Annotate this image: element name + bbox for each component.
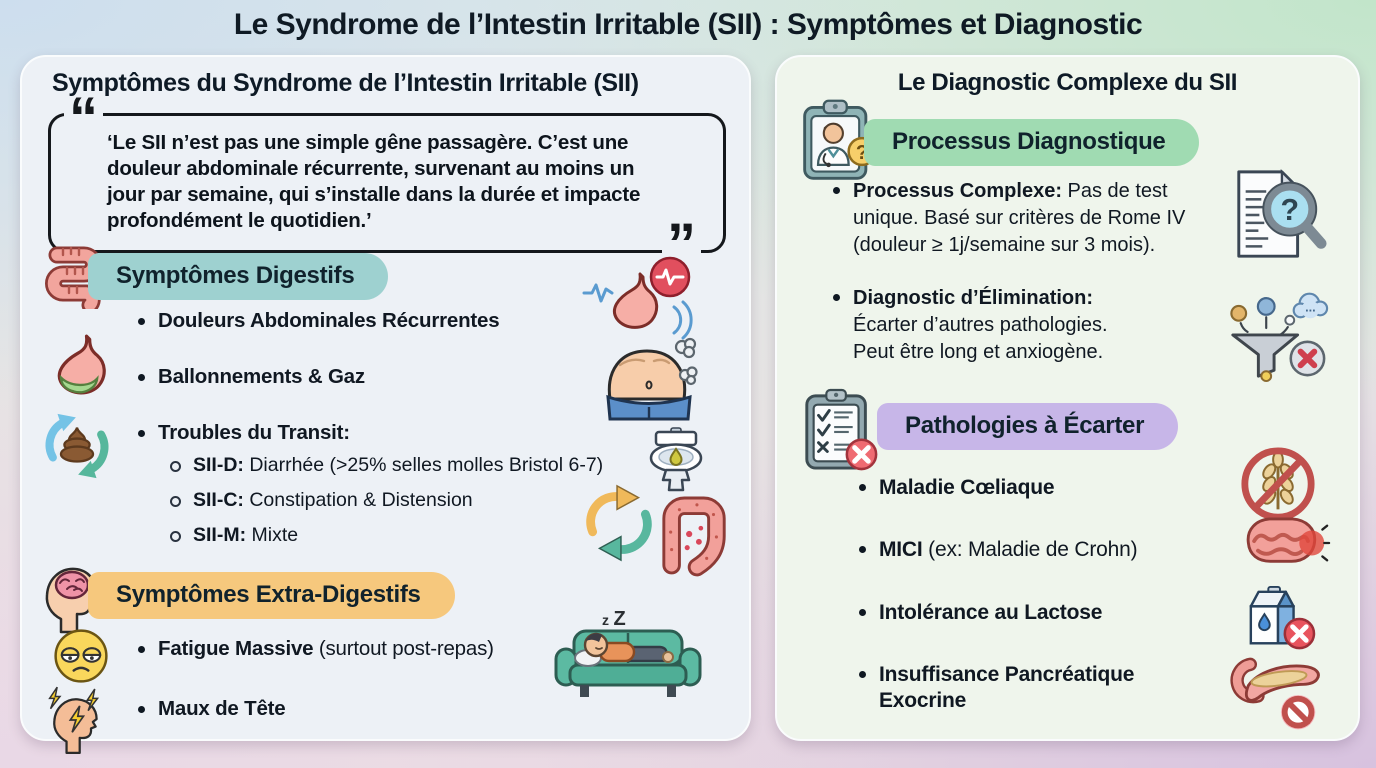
toilet-icon [644,427,712,495]
bullet-headache: Maux de Tête [138,697,286,721]
bullet-mici-text: MICI (ex: Maladie de Crohn) [879,538,1138,561]
bullet-process-complexe-text: Processus Complexe: Pas de test unique. … [853,180,1186,256]
bullet-transit-label: Troubles du Transit: [158,421,350,444]
stomach-pulse-icon [582,255,694,347]
bullet-dot [859,484,866,491]
funnel-icon: ... [1225,279,1331,383]
bullet-transit: Troubles du Transit: [138,421,350,445]
bloated-belly-icon [600,337,698,427]
bullet-abdominal-pain-label: Douleurs Abdominales Récurrentes [158,309,500,332]
cycle-arrows-icon [578,481,660,565]
quote-text: ‘Le SII n’est pas une simple gêne passag… [107,131,641,232]
bullet-dot [833,294,840,301]
sub-bullet-ring [170,461,181,472]
quote-box: ‘Le SII n’est pas une simple gêne passag… [48,113,726,253]
colon-icon [658,493,732,577]
checklist-icon [799,387,881,475]
sub-bullet-sii-d: SII-D: Diarrhée (>25% selles molles Bris… [170,454,603,477]
bullet-dot [859,671,866,678]
bullet-dot [138,430,145,437]
bullet-mici: MICI (ex: Maladie de Crohn) [859,537,1138,563]
diagnostic-panel-title: Le Diagnostic Complexe du SII [897,69,1238,96]
diagnostic-panel: Le Diagnostic Complexe du SII ? Processu… [775,55,1360,741]
bullet-celiac-text: Maladie Cœliaque [879,476,1055,499]
question-mark: ? [1280,193,1299,227]
bullet-celiac: Maladie Cœliaque [859,475,1055,501]
pancreas-icon [1229,651,1329,737]
bullet-dot [833,187,840,194]
symptoms-panel-title: Symptômes du Syndrome de l’Intestin Irri… [52,69,639,97]
diagnostic-process-header: Processus Diagnostique [864,119,1200,166]
stomach-icon [44,333,112,401]
bullet-fatigue-text: Fatigue Massive (surtout post-repas) [158,637,494,660]
transit-cycle-poop-icon [38,407,116,485]
digestive-symptoms-header: Symptômes Digestifs [88,253,389,300]
page-title: Le Syndrome de l’Intestin Irritable (SII… [233,8,1143,41]
headache-icon [44,685,106,755]
bullet-fatigue: Fatigue Massive (surtout post-repas) [138,637,494,661]
bullet-diagnostic-elimination: Diagnostic d’Élimination: Écarter d’autr… [833,285,1173,366]
bullet-abdominal-pain: Douleurs Abdominales Récurrentes [138,309,500,333]
bullet-dot [138,646,145,653]
inflamed-intestine-icon [1233,505,1331,581]
sub-bullet-ring [170,496,181,507]
sleep-z-icon: z Z [602,608,626,630]
bullet-dot [138,374,145,381]
bullet-bloating-label: Ballonnements & Gaz [158,365,365,388]
doc-search-icon: ? [1229,167,1327,263]
bullet-dot [138,706,145,713]
bullet-dot [859,609,866,616]
bullet-process-complexe: Processus Complexe: Pas de test unique. … [833,178,1223,259]
pathologies-header: Pathologies à Écarter [877,403,1179,450]
no-gluten-icon [1239,445,1317,523]
sub-bullet-ring [170,531,181,542]
sub-bullet-sii-m: SII-M: Mixte [170,524,298,547]
bullet-pancreatic-text: Insuffisance Pancréatique Exocrine [879,663,1135,712]
bullet-lactose: Intolérance au Lactose [859,600,1102,626]
bullet-dot [859,546,866,553]
symptoms-panel: Symptômes du Syndrome de l’Intestin Irri… [20,55,751,755]
bullet-diagnostic-elimination-text: Diagnostic d’Élimination: Écarter d’autr… [853,287,1108,363]
couch-rest-icon [550,605,706,709]
sub-bullet-sii-c-text: SII-C: Constipation & Distension [193,489,473,511]
lactose-icon [1239,585,1319,653]
bullet-lactose-text: Intolérance au Lactose [879,601,1103,624]
tired-face-icon [52,627,110,685]
dots-glyph: ... [1305,299,1316,314]
sub-bullet-sii-c: SII-C: Constipation & Distension [170,489,473,512]
bullet-pancreatic: Insuffisance Pancréatique Exocrine [859,662,1189,714]
open-quote-icon: “ [64,90,103,148]
sub-bullet-sii-m-text: SII-M: Mixte [193,524,299,546]
bullet-dot [138,318,145,325]
bullet-headache-label: Maux de Tête [158,697,286,720]
bullet-bloating: Ballonnements & Gaz [138,365,365,389]
sub-bullet-sii-d-text: SII-D: Diarrhée (>25% selles molles Bris… [193,454,604,476]
extra-digestive-header: Symptômes Extra-Digestifs [88,572,455,619]
